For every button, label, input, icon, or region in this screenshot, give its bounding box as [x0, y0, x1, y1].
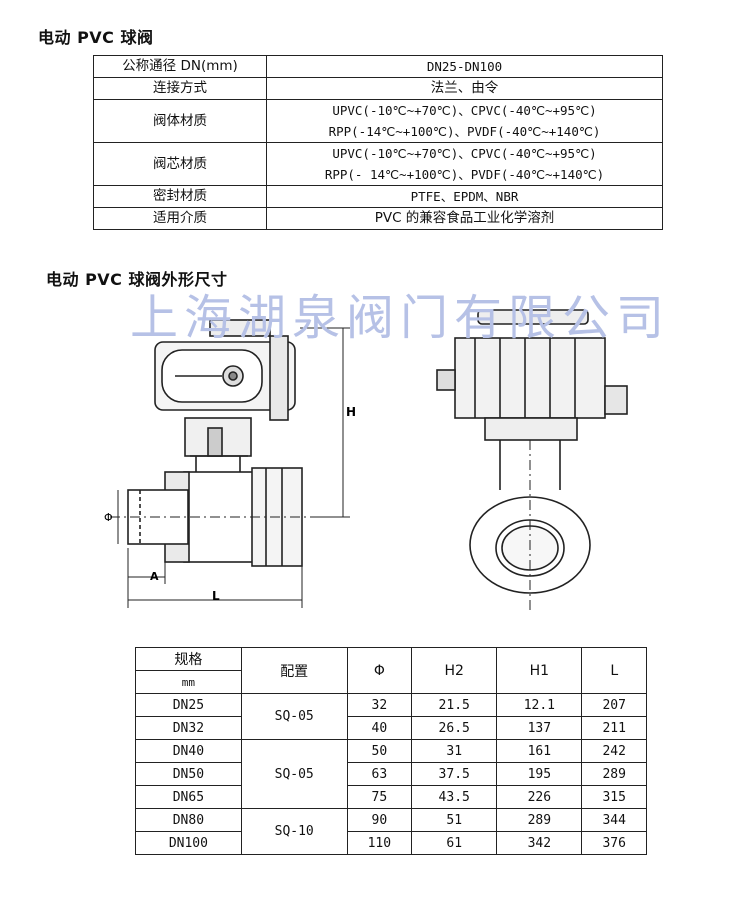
spec-value: PVC 的兼容食品工业化学溶剂: [266, 207, 663, 230]
dimension-table: 规格 配置 Φ H2 H1 L mm DN25 SQ-05 32 21.5 12…: [135, 647, 647, 855]
cell-phi: 40: [346, 716, 413, 740]
cell-l: 315: [581, 785, 647, 809]
front-view: [436, 309, 628, 610]
cell-l: 207: [581, 693, 647, 717]
cell-l: 344: [581, 808, 647, 832]
cell-spec: DN65: [135, 785, 242, 809]
valve-drawing: H A L Φ: [104, 309, 628, 610]
cell-h1: 12.1: [496, 693, 583, 717]
table-row: DN80 SQ-10 90 51 289 344: [135, 808, 647, 855]
label-l: L: [212, 589, 220, 603]
spec-value: 法兰、由令: [266, 77, 663, 100]
spec-value: UPVC(-10℃~+70℃)、CPVC(-40℃~+95℃) RPP(-14℃…: [266, 99, 663, 143]
cell-config: SQ-10: [240, 808, 348, 855]
cell-h1: 195: [496, 762, 583, 786]
cell-h2: 61: [411, 831, 498, 855]
cell-h1: 161: [496, 739, 583, 763]
cell-l: 242: [581, 739, 647, 763]
dims-title: 电动 PVC 球阀外形尺寸: [46, 270, 228, 289]
cell-h1: 289: [496, 808, 583, 832]
cell-phi: 90: [346, 808, 413, 832]
cell-phi: 32: [346, 693, 413, 717]
spec-title: 电动 PVC 球阀: [38, 28, 154, 47]
watermark: 上海湖泉阀门有限公司: [130, 290, 671, 346]
spec-value-line: RPP(-14℃~+100℃)、PVDF(-40℃~+140℃): [328, 124, 601, 139]
header-h1: H1: [496, 647, 583, 694]
cell-l: 376: [581, 831, 647, 855]
cell-spec: DN100: [135, 831, 242, 855]
header-config: 配置: [240, 647, 348, 694]
header-l: L: [581, 647, 647, 694]
spec-label: 公称通径 DN(mm): [93, 55, 267, 78]
table-row: DN32 40 26.5 137 211: [135, 716, 647, 740]
spec-row-body-material: 阀体材质 UPVC(-10℃~+70℃)、CPVC(-40℃~+95℃) RPP…: [93, 99, 663, 143]
spec-row-medium: 适用介质 PVC 的兼容食品工业化学溶剂: [93, 207, 663, 230]
cell-spec: DN40: [135, 739, 242, 763]
cell-h2: 43.5: [411, 785, 498, 809]
cell-h2: 51: [411, 808, 498, 832]
hand-knob: [436, 369, 456, 391]
spec-label: 连接方式: [93, 77, 267, 100]
actuator-cap: [477, 309, 589, 325]
actuator-front: [454, 337, 606, 419]
label-a: A: [150, 570, 159, 583]
cell-phi: 63: [346, 762, 413, 786]
cell-h2: 37.5: [411, 762, 498, 786]
spec-table: 公称通径 DN(mm) DN25-DN100 连接方式 法兰、由令 阀体材质 U…: [93, 55, 663, 230]
cell-spec: DN80: [135, 808, 242, 832]
cell-h2: 26.5: [411, 716, 498, 740]
spec-row-dn: 公称通径 DN(mm) DN25-DN100: [93, 55, 663, 78]
actuator-top: [209, 319, 271, 337]
spec-label: 适用介质: [93, 207, 267, 230]
cell-h1: 137: [496, 716, 583, 740]
cell-h2: 31: [411, 739, 498, 763]
header-phi: Φ: [346, 647, 413, 694]
dims-header-row: 规格 配置 Φ H2 H1 L: [135, 647, 647, 694]
cable-gland: [604, 385, 628, 415]
cell-h1: 226: [496, 785, 583, 809]
spec-row-connection: 连接方式 法兰、由令: [93, 77, 663, 100]
stem: [207, 427, 223, 457]
cell-phi: 110: [346, 831, 413, 855]
table-row: DN50 63 37.5 195 289: [135, 762, 647, 786]
spec-value-line: UPVC(-10℃~+70℃)、CPVC(-40℃~+95℃): [332, 103, 597, 118]
cell-h1: 342: [496, 831, 583, 855]
table-row: DN40 SQ-05 50 31 161 242: [135, 739, 647, 809]
cell-config: SQ-05: [240, 739, 348, 809]
cell-phi: 50: [346, 739, 413, 763]
cell-spec: DN32: [135, 716, 242, 740]
cell-l: 289: [581, 762, 647, 786]
header-spec: 规格: [135, 647, 242, 671]
spec-value: UPVC(-10℃~+70℃)、CPVC(-40℃~+95℃) RPP(- 14…: [266, 142, 663, 186]
spec-value: DN25-DN100: [266, 55, 663, 78]
cell-spec: DN50: [135, 762, 242, 786]
actuator-side: [269, 335, 289, 421]
spec-row-seal: 密封材质 PTFE、EPDM、NBR: [93, 185, 663, 208]
table-row: DN100 110 61 342 376: [135, 831, 647, 855]
indicator-center: [228, 371, 238, 381]
cell-config: SQ-05: [240, 693, 348, 740]
spec-label: 阀芯材质: [93, 142, 267, 186]
spec-row-core-material: 阀芯材质 UPVC(-10℃~+70℃)、CPVC(-40℃~+95℃) RPP…: [93, 142, 663, 186]
table-row: DN65 75 43.5 226 315: [135, 785, 647, 809]
header-h2: H2: [411, 647, 498, 694]
spec-label: 密封材质: [93, 185, 267, 208]
side-view: [110, 319, 350, 608]
front-bracket: [484, 417, 578, 441]
label-h: H: [346, 405, 356, 419]
cell-spec: DN25: [135, 693, 242, 717]
label-phi: Φ: [104, 511, 113, 524]
dims-header-unit-row: mm: [135, 670, 647, 694]
cell-l: 211: [581, 716, 647, 740]
table-row: DN25 SQ-05 32 21.5 12.1 207: [135, 693, 647, 740]
spec-value-line: UPVC(-10℃~+70℃)、CPVC(-40℃~+95℃): [332, 146, 597, 161]
spec-value-line: RPP(- 14℃~+100℃)、PVDF(-40℃~+140℃): [324, 167, 605, 182]
header-unit: mm: [135, 670, 242, 694]
spec-label: 阀体材质: [93, 99, 267, 143]
cell-h2: 21.5: [411, 693, 498, 717]
spec-value: PTFE、EPDM、NBR: [266, 185, 663, 208]
cell-phi: 75: [346, 785, 413, 809]
